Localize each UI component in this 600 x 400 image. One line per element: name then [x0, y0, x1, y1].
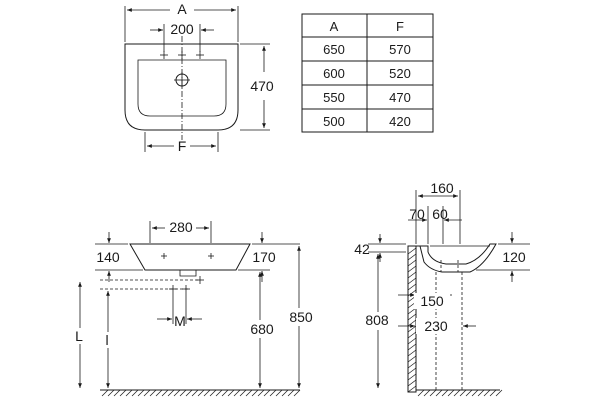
dim-280-label: 280 — [169, 219, 193, 235]
size-table: A F 650 570 600 520 550 470 500 420 — [301, 13, 434, 133]
basin-outline-top — [124, 43, 239, 131]
dim-150-label: 150 — [420, 293, 444, 309]
top-view: A 200 470 F — [124, 1, 274, 154]
dim-160-label: 160 — [430, 180, 454, 196]
dim-230-label: 230 — [424, 318, 448, 334]
table-cell: 550 — [323, 90, 345, 105]
table-header-F: F — [396, 19, 404, 34]
trap-marker-far — [196, 276, 204, 284]
dim-l-label: l — [105, 332, 108, 348]
dim-850-label: 850 — [289, 309, 313, 325]
basin-bowl-top — [137, 59, 227, 117]
floor-hatch — [417, 389, 503, 397]
dim-70-label: 70 — [409, 206, 425, 222]
trap-marker-right — [182, 285, 190, 293]
tap-hole-right — [196, 51, 204, 59]
table-cell: 570 — [389, 42, 411, 57]
table-cell: 500 — [323, 114, 345, 129]
table-cell: 420 — [389, 114, 411, 129]
tap-hole-centre — [178, 51, 186, 59]
front-hole-right — [208, 253, 214, 259]
dim-140-label: 140 — [96, 249, 120, 265]
floor-hatch — [101, 389, 301, 397]
basin-side — [416, 243, 497, 273]
dim-L-label: L — [75, 328, 83, 344]
dim-A-label: A — [177, 1, 187, 17]
dim-120-label: 120 — [502, 249, 526, 265]
table-cell: 600 — [323, 66, 345, 81]
dim-170-label: 170 — [252, 249, 276, 265]
table-cell: 520 — [389, 66, 411, 81]
trap-marker-left — [169, 285, 177, 293]
table-cell: 650 — [323, 42, 345, 57]
table-header-A: A — [330, 19, 339, 34]
dim-F-label: F — [178, 138, 187, 154]
basin-front — [129, 243, 251, 271]
tap-hole-left — [160, 51, 168, 59]
front-hole-left — [161, 253, 167, 259]
dim-470-label: 470 — [250, 78, 274, 94]
table-cell: 470 — [389, 90, 411, 105]
dim-200-label: 200 — [170, 21, 194, 37]
wall-hatch — [407, 247, 417, 393]
dim-M-label: M — [174, 313, 186, 329]
front-view: 280 140 170 L l M 680 850 — [70, 219, 319, 397]
side-view: 160 70 60 42 120 808 150 230 — [354, 180, 530, 397]
dim-60-label: 60 — [432, 206, 448, 222]
dim-808-label: 808 — [365, 312, 389, 328]
dim-42-label: 42 — [354, 241, 370, 257]
dim-680-label: 680 — [250, 321, 274, 337]
